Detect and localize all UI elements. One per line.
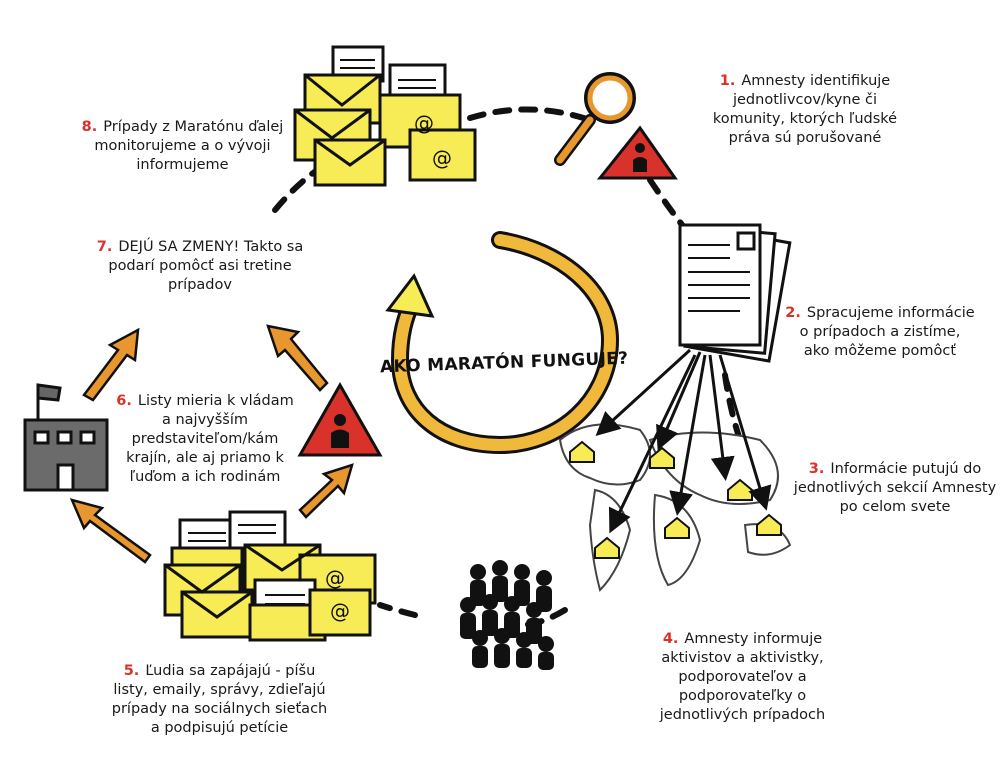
svg-text:@: @: [325, 566, 345, 590]
step-4-text: Amnesty informuje aktivistov a aktivistk…: [659, 631, 826, 723]
step-7: 7.DEJÚ SA ZMENY! Takto sa podarí pomôcť …: [95, 238, 305, 295]
svg-text:@: @: [414, 111, 434, 135]
step-1-text: Amnesty identifikuje jednotlivcov/kyne č…: [712, 73, 898, 146]
step-3-number: 3.: [808, 461, 825, 477]
step-7-number: 7.: [96, 239, 113, 255]
step-8-number: 8.: [81, 119, 98, 135]
step-5-number: 5.: [123, 663, 140, 679]
government-building-icon: [23, 383, 109, 492]
svg-text:@: @: [330, 599, 350, 623]
step-3: 3.Informácie putujú do jednotlivých sekc…: [790, 460, 1000, 517]
envelopes-top-icon: @ @: [293, 45, 477, 187]
world-map-icon: [558, 423, 792, 592]
step-6: 6.Listy mieria k vládam a najvyšším pred…: [115, 392, 295, 487]
step-8: 8.Prípady z Maratónu ďalej monitorujeme …: [80, 118, 285, 175]
step-4-number: 4.: [662, 631, 679, 647]
step-8-text: Prípady z Maratónu ďalej monitorujeme a …: [94, 119, 284, 173]
magnifier-icon: [554, 72, 636, 166]
step-5-text: Ľudia sa zapájajú - píšu listy, emaily, …: [111, 663, 328, 736]
step-2: 2.Spracujeme informácie o prípadoch a zi…: [785, 304, 975, 361]
step-4: 4.Amnesty informuje aktivistov a aktivis…: [650, 630, 835, 725]
documents-icon: [678, 223, 792, 363]
step-1-number: 1.: [719, 73, 736, 89]
step-6-text: Listy mieria k vládam a najvyšším predst…: [126, 393, 294, 485]
step-7-text: DEJÚ SA ZMENY! Takto sa podarí pomôcť as…: [108, 239, 304, 293]
step-6-number: 6.: [116, 393, 132, 409]
step-2-number: 2.: [785, 305, 801, 321]
step-5: 5.Ľudia sa zapájajú - píšu listy, emaily…: [107, 662, 332, 738]
warning-triangle-top-icon: [596, 125, 678, 180]
svg-text:@: @: [432, 146, 452, 170]
orange-arrows: [69, 324, 354, 564]
crowd-icon: [460, 560, 554, 670]
cycle-arrow-icon: [385, 231, 620, 455]
envelopes-bottom-icon: @ @: [163, 510, 377, 642]
distribution-arrows: [595, 348, 772, 534]
step-1: 1.Amnesty identifikuje jednotlivcov/kyne…: [700, 72, 910, 148]
step-2-text: Spracujeme informácie o prípadoch a zist…: [799, 305, 975, 359]
step-3-text: Informácie putujú do jednotlivých sekcií…: [793, 461, 997, 515]
local-sections-house-icons: [569, 440, 782, 559]
warning-triangle-middle-icon: [297, 381, 383, 457]
